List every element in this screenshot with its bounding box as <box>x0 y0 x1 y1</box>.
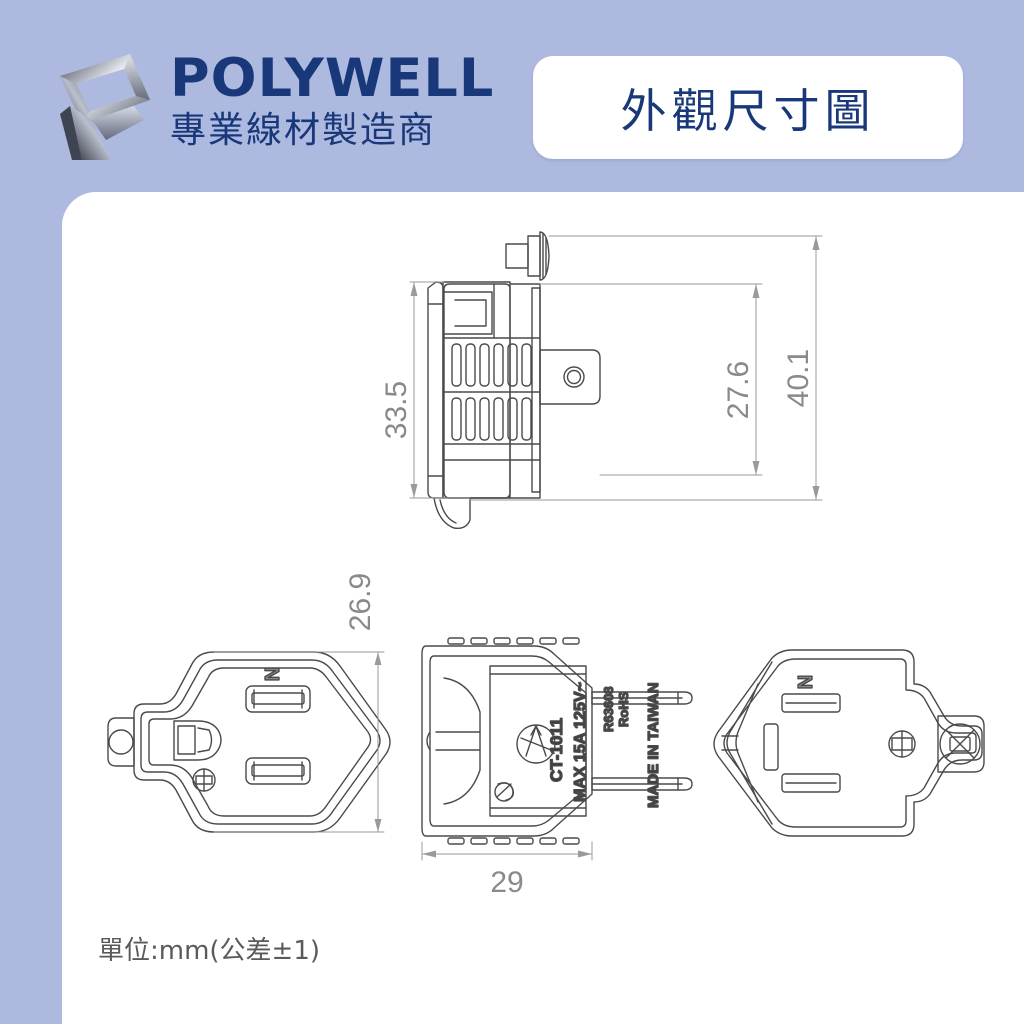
page-title-badge: 外觀尺寸圖 <box>533 56 963 159</box>
neutral-marking-label: N <box>795 675 817 689</box>
ground-opening <box>173 720 222 761</box>
terminal-screw <box>505 231 550 281</box>
origin-label: MADE IN TAIWAN <box>645 682 662 808</box>
side-view-dimensions <box>409 235 823 501</box>
compliance-label: RoHS <box>616 691 631 727</box>
grip-ridges-top <box>447 637 580 645</box>
polywell-p-logo-icon <box>60 54 150 160</box>
line-slot <box>245 757 311 785</box>
bsmi-mark-icon <box>494 782 515 802</box>
dimension-label-40-1: 40.1 <box>782 349 815 407</box>
dimension-label-29: 29 <box>490 866 523 899</box>
blade-upper <box>591 691 693 705</box>
drawing-panel: N <box>62 192 1024 1024</box>
plug-printed-text: CT-1011 MAX 15A 125V~ R63608 RoHS MADE I… <box>546 681 662 808</box>
dimension-label-26-9: 26.9 <box>344 573 377 631</box>
socket-face-view: N <box>107 651 391 833</box>
model-number-label: CT-1011 <box>547 718 566 782</box>
plug-body-view <box>421 637 693 845</box>
neutral-marking-label: N <box>262 667 284 681</box>
rating-label: MAX 15A 125V~ <box>572 682 589 802</box>
dimension-label-33-5: 33.5 <box>380 381 413 439</box>
vent-slots-lower <box>451 397 532 441</box>
plug-rear-view: N <box>713 649 985 837</box>
unit-note: 單位:mm(公差±1) <box>98 936 321 966</box>
brand-tagline: 專業線材製造商 <box>170 110 437 151</box>
dimension-26-9 <box>213 651 385 833</box>
ground-tab <box>937 715 985 773</box>
dimension-labels: 33.5 27.6 40.1 26.9 29 <box>344 349 815 899</box>
brand-text-block: POLYWELL 專業線材製造商 <box>170 48 493 151</box>
blade-lower <box>591 777 693 791</box>
dimension-label-27-6: 27.6 <box>722 361 755 419</box>
dimension-drawing: N <box>107 231 985 899</box>
dimension-29 <box>421 841 593 861</box>
line-slot <box>781 773 841 793</box>
ground-slot <box>763 723 779 771</box>
neutral-slot <box>781 693 841 713</box>
cert-number-label: R63608 <box>601 686 616 732</box>
page-title: 外觀尺寸圖 <box>620 83 876 138</box>
screw-head <box>192 768 216 792</box>
vent-slots-upper <box>451 343 532 387</box>
grip-ridges-bottom <box>447 837 580 845</box>
side-view <box>427 231 601 530</box>
page-header: POLYWELL 專業線材製造商 外觀尺寸圖 <box>0 0 1024 192</box>
screw-head <box>888 730 916 758</box>
brand-lockup: POLYWELL 專業線材製造商 <box>48 48 493 166</box>
brand-wordmark: POLYWELL <box>170 48 495 109</box>
neutral-slot <box>245 685 311 713</box>
certification-mark-icon <box>516 724 556 764</box>
